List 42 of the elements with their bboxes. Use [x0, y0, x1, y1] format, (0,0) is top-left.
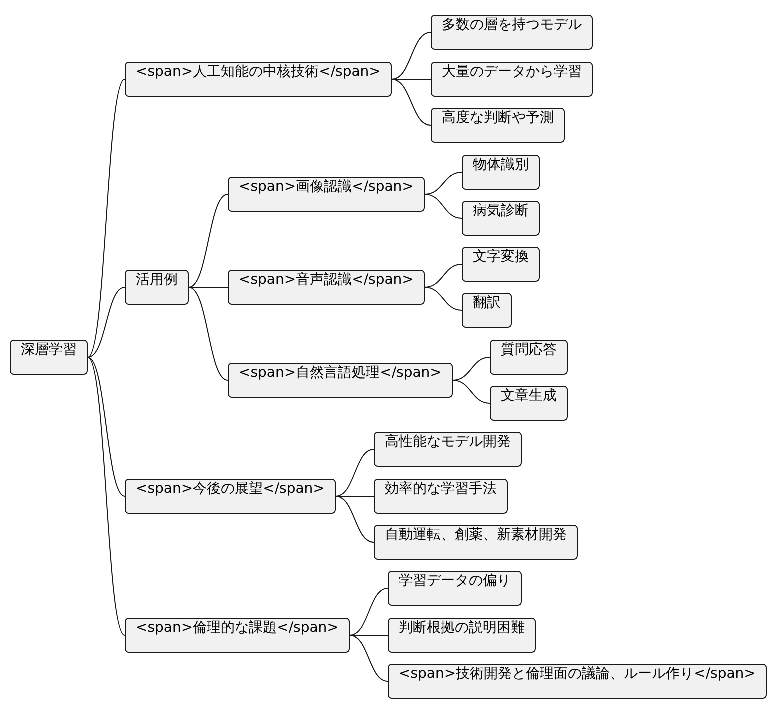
- connector-line: [392, 79, 432, 80]
- connector-line: [188, 287, 228, 288]
- topic-box: 病気診断: [462, 201, 540, 236]
- topic-box: 自動運転、創薬、新素材開発: [374, 525, 578, 560]
- topic-box: 活用例: [125, 270, 189, 305]
- topic-box: 高度な判断や予測: [431, 108, 565, 143]
- connector-line: [350, 635, 388, 636]
- connector-line: [392, 79, 432, 126]
- topic-box: 多数の層を持つモデル: [431, 15, 593, 50]
- connector-line: [452, 380, 490, 404]
- connector-line: [424, 287, 462, 311]
- connector-line: [350, 588, 388, 636]
- topic-box: <span>音声認識</span>: [228, 270, 425, 305]
- topic-box: <span>技術開発と倫理面の議論、ルール作り</span>: [388, 664, 767, 699]
- connector-line: [336, 496, 374, 543]
- connector-line: [88, 357, 126, 636]
- topic-box: <span>自然言語処理</span>: [228, 363, 453, 398]
- connector-line: [88, 287, 126, 358]
- topic-box: 大量のデータから学習: [431, 62, 593, 97]
- connector-line: [392, 32, 432, 80]
- topic-box: 文章生成: [490, 386, 568, 421]
- connector-line: [188, 287, 228, 381]
- topic-box: 文字変換: [462, 247, 540, 282]
- topic-box: <span>倫理的な課題</span>: [125, 618, 350, 653]
- connector-line: [350, 635, 388, 682]
- topic-box: 効率的な学習手法: [374, 479, 508, 514]
- topic-box: 質問応答: [490, 340, 568, 375]
- connector-line: [88, 357, 126, 497]
- topic-box: 翻訳: [462, 293, 512, 328]
- connector-line: [336, 449, 374, 497]
- connector-line: [88, 79, 126, 358]
- connector-line: [188, 194, 228, 288]
- topic-box: 学習データの偏り: [388, 571, 522, 606]
- topic-box: 高性能なモデル開発: [374, 432, 522, 467]
- topic-box: 深層学習: [10, 340, 88, 375]
- topic-box: 物体識別: [462, 155, 540, 190]
- topic-box: <span>今後の展望</span>: [125, 479, 336, 514]
- topic-box: <span>人工知能の中核技術</span>: [125, 62, 392, 97]
- topic-box: <span>画像認識</span>: [228, 177, 425, 212]
- connector-line: [424, 194, 462, 219]
- connector-line: [336, 496, 374, 497]
- topic-box: 判断根拠の説明困難: [388, 618, 536, 653]
